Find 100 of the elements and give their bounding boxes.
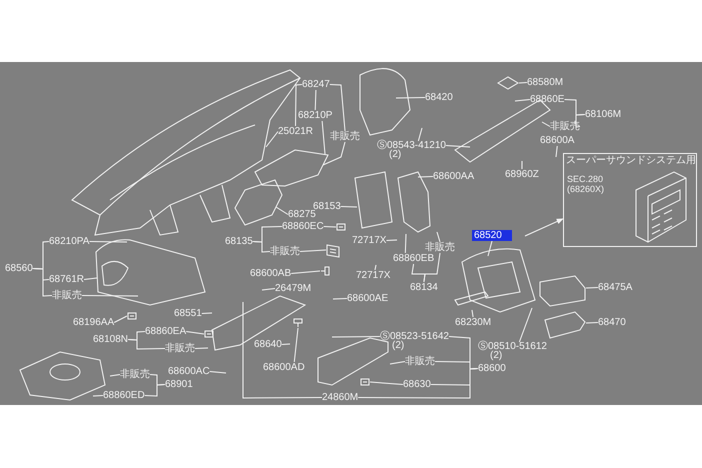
leader-line bbox=[386, 240, 398, 241]
leader-line bbox=[114, 316, 128, 323]
leader-line bbox=[390, 361, 406, 364]
leader-line bbox=[556, 146, 558, 158]
leader-line bbox=[514, 99, 530, 102]
part-number: 68860E bbox=[530, 94, 564, 105]
leader-line bbox=[281, 344, 290, 345]
leader-line bbox=[436, 232, 440, 242]
leader-line bbox=[88, 241, 128, 242]
leader-line bbox=[430, 368, 478, 386]
part-number: 68551 bbox=[174, 308, 202, 319]
leader-line bbox=[82, 295, 138, 296]
quantity-label: (2) bbox=[392, 341, 404, 350]
part-number: 68560 bbox=[5, 263, 33, 274]
leader-line bbox=[84, 278, 98, 280]
leader-line bbox=[488, 240, 492, 256]
part-number: 68600AD bbox=[263, 362, 305, 373]
part-number: Ⓢ08523-51642 bbox=[380, 332, 449, 341]
leader-line bbox=[340, 206, 358, 208]
part-number: 68860ED bbox=[103, 390, 145, 401]
leader-line bbox=[418, 128, 422, 142]
leader-line bbox=[586, 287, 598, 288]
part-number: 68600A bbox=[540, 135, 574, 146]
screw-drawing bbox=[320, 266, 330, 276]
part-number: 68630 bbox=[403, 379, 431, 390]
arrow bbox=[524, 218, 564, 236]
note-text: スーパーサウンドシステム用 bbox=[566, 155, 696, 166]
clip-drawing bbox=[127, 311, 137, 321]
leader-line bbox=[266, 131, 278, 148]
leader-line bbox=[472, 310, 474, 318]
section-reference: SEC.280 (68260X) bbox=[567, 174, 606, 194]
part-number: 68580M bbox=[527, 77, 564, 88]
leader-line bbox=[92, 395, 104, 396]
part-number: Ⓢ08543-41210 bbox=[377, 141, 446, 150]
trim-piece-drawing bbox=[326, 244, 340, 258]
leader-line bbox=[300, 250, 326, 252]
leader-line bbox=[374, 264, 376, 270]
part-number: 24860M bbox=[322, 392, 358, 403]
part-number: 68600AB bbox=[250, 268, 292, 279]
leader-line bbox=[128, 339, 166, 350]
part-number: 68196AA bbox=[73, 317, 114, 328]
leader-line bbox=[295, 84, 302, 126]
leader-line bbox=[323, 226, 336, 228]
part-number: 68761R bbox=[49, 274, 84, 285]
part-number: 68600AA bbox=[433, 171, 474, 182]
screw-drawing bbox=[293, 318, 303, 328]
part-number: 68210P bbox=[298, 110, 332, 121]
part-number: 68134 bbox=[410, 282, 438, 293]
leader-line bbox=[518, 308, 532, 342]
leader-line bbox=[332, 298, 348, 300]
part-number: 68600AC bbox=[168, 366, 210, 377]
part-number: 72717X bbox=[356, 270, 390, 281]
not-sold-note: 非販売 bbox=[330, 131, 360, 142]
leader-line bbox=[322, 142, 346, 166]
leader-line bbox=[294, 328, 298, 362]
leader-line bbox=[370, 382, 404, 385]
part-number: 68600 bbox=[478, 363, 506, 374]
leader-line bbox=[396, 97, 426, 98]
leader-line bbox=[252, 241, 270, 253]
leader-line bbox=[144, 384, 166, 397]
leader-line bbox=[194, 348, 208, 349]
not-sold-note: 非販売 bbox=[120, 369, 150, 380]
part-number: 68135 bbox=[225, 236, 253, 247]
leader-line bbox=[576, 114, 586, 128]
part-number: 68420 bbox=[425, 92, 453, 103]
highlighted-part-number: 68520 bbox=[472, 230, 512, 241]
not-sold-note: 非販売 bbox=[425, 242, 455, 253]
leader-line bbox=[322, 120, 326, 154]
part-number: 68275 bbox=[288, 209, 316, 220]
leader-line bbox=[32, 268, 52, 297]
pad-drawing bbox=[497, 76, 519, 90]
part-number: 68600AE bbox=[347, 293, 388, 304]
leader-line bbox=[542, 122, 550, 127]
part-number: 68470 bbox=[598, 317, 626, 328]
leader-line bbox=[209, 371, 226, 374]
part-number: 68901 bbox=[165, 379, 193, 390]
leader-line bbox=[329, 84, 346, 132]
part-number: 68960Z bbox=[505, 169, 539, 180]
leader-line bbox=[290, 270, 320, 274]
leader-line bbox=[404, 234, 406, 254]
leader-line bbox=[586, 322, 598, 324]
part-number: 68640 bbox=[254, 339, 282, 350]
part-number: 68106M bbox=[585, 109, 622, 120]
leader-line bbox=[423, 252, 440, 282]
leader-line bbox=[314, 90, 316, 110]
part-number: 68153 bbox=[313, 201, 341, 212]
part-number: 68230M bbox=[455, 317, 492, 328]
part-number: 68247 bbox=[302, 79, 330, 90]
leader-line bbox=[418, 176, 434, 178]
clip-drawing bbox=[336, 222, 346, 232]
part-number: 26479M bbox=[275, 283, 312, 294]
quantity-label: (2) bbox=[389, 150, 402, 159]
part-number: 68860EB bbox=[393, 253, 434, 264]
inset-panel bbox=[563, 153, 697, 247]
leader-line bbox=[521, 160, 522, 170]
not-sold-note: 非販売 bbox=[165, 343, 195, 354]
leader-line bbox=[110, 374, 120, 376]
leader-line bbox=[445, 145, 470, 148]
leader-line bbox=[186, 331, 204, 334]
not-sold-note: 非販売 bbox=[405, 356, 435, 367]
